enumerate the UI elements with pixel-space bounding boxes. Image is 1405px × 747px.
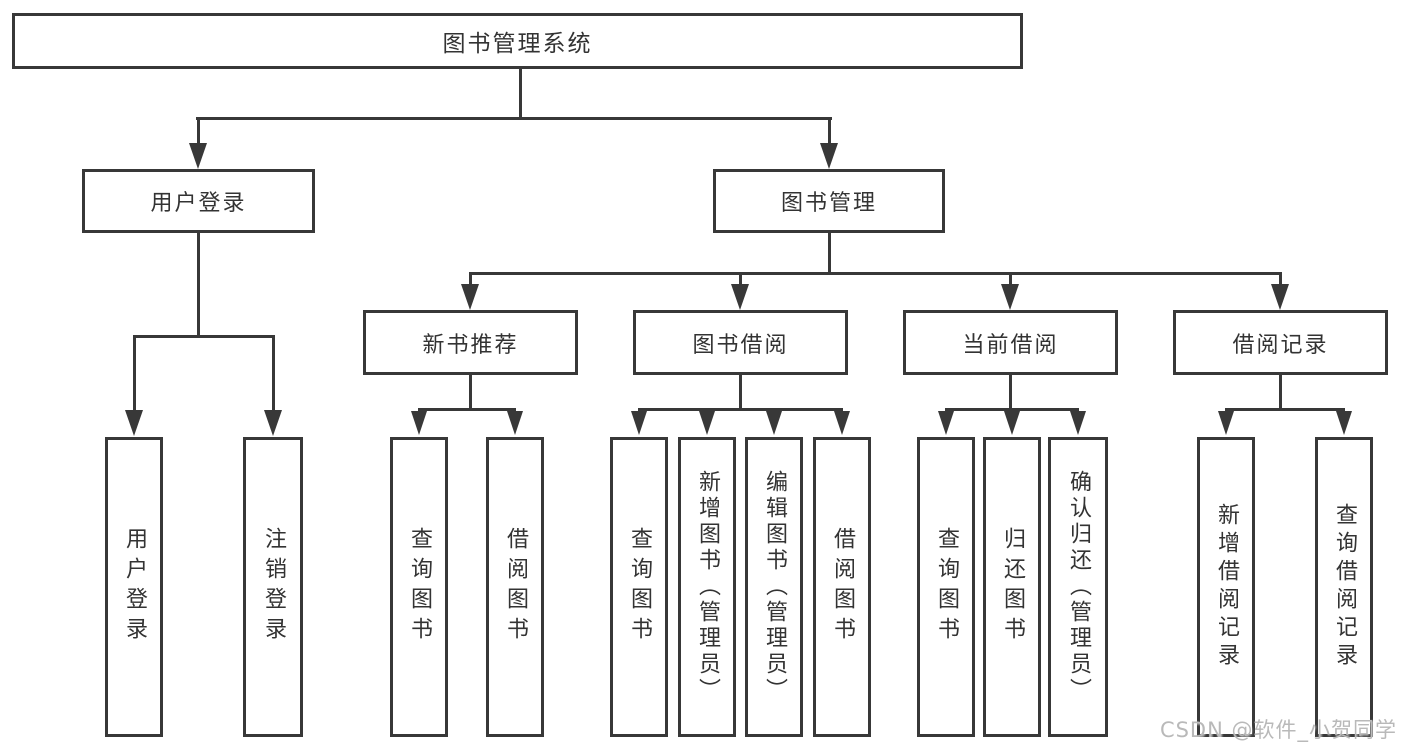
node-current-borrowing: 当前借阅 <box>903 310 1118 375</box>
connector-book-mgmt-drop-1 <box>469 272 472 286</box>
node-book-borrowing: 图书借阅 <box>633 310 848 375</box>
leaf-user-login: 用户登录 <box>105 437 163 737</box>
arrow-to-leaf-logout <box>264 410 282 436</box>
arrow-to-book-management <box>820 143 838 169</box>
node-borrowing-records-label: 借阅记录 <box>1232 332 1329 358</box>
leaf-query-books-recommend: 查询图书 <box>390 437 448 737</box>
connector-current-bar <box>945 408 1079 411</box>
leaf-borrow-books-recommend-label: 借阅图书 <box>503 527 528 647</box>
arrow-to-leaf-query-books-1 <box>411 411 427 435</box>
node-root: 图书管理系统 <box>12 13 1023 69</box>
connector-user-login-drop-1 <box>133 335 136 412</box>
leaf-edit-books-admin-label: 编辑图书（管理员） <box>762 470 787 704</box>
arrow-to-leaf-query-books-3 <box>938 411 954 435</box>
leaf-add-books-admin-label: 新增图书（管理员） <box>695 470 720 704</box>
leaf-borrow-books-recommend: 借阅图书 <box>486 437 544 737</box>
node-user-login: 用户登录 <box>82 169 315 233</box>
connector-user-login-drop-2 <box>272 335 275 412</box>
connector-borrowing-bar <box>638 408 843 411</box>
arrow-to-new-book-recommendation <box>461 284 479 310</box>
node-new-book-recommendation: 新书推荐 <box>363 310 578 375</box>
arrow-to-leaf-borrow-books-2 <box>834 411 850 435</box>
leaf-return-books-label: 归还图书 <box>1000 527 1025 647</box>
leaf-add-borrow-record: 新增借阅记录 <box>1197 437 1255 737</box>
leaf-query-books-borrowing-label: 查询图书 <box>627 527 652 647</box>
arrow-to-borrowing-records <box>1271 284 1289 310</box>
leaf-query-borrow-record: 查询借阅记录 <box>1315 437 1373 737</box>
connector-root-bar <box>196 117 832 120</box>
arrow-to-leaf-user-login <box>125 410 143 436</box>
connector-book-mgmt-bar <box>469 272 1282 275</box>
leaf-user-login-label: 用户登录 <box>122 527 147 647</box>
arrow-to-leaf-add-record <box>1218 411 1234 435</box>
leaf-query-books-borrowing: 查询图书 <box>610 437 668 737</box>
leaf-borrow-books-label: 借阅图书 <box>830 527 855 647</box>
connector-root-stem <box>519 69 522 118</box>
arrow-to-book-borrowing <box>731 284 749 310</box>
leaf-edit-books-admin: 编辑图书（管理员） <box>745 437 803 737</box>
arrow-to-leaf-add-books <box>699 411 715 435</box>
leaf-confirm-return-admin-label: 确认归还（管理员） <box>1066 470 1091 704</box>
connector-root-drop-left <box>197 117 200 145</box>
leaf-query-books-recommend-label: 查询图书 <box>407 527 432 647</box>
arrow-to-leaf-query-books-2 <box>631 411 647 435</box>
arrow-to-leaf-edit-books <box>766 411 782 435</box>
csdn-watermark: CSDN @软件_小贺同学 <box>1159 718 1397 742</box>
node-book-borrowing-label: 图书借阅 <box>692 332 789 358</box>
leaf-add-books-admin: 新增图书（管理员） <box>678 437 736 737</box>
leaf-query-books-current: 查询图书 <box>917 437 975 737</box>
connector-borrowing-stem <box>739 375 742 411</box>
connector-book-mgmt-drop-3 <box>1009 272 1012 286</box>
connector-book-mgmt-drop-4 <box>1279 272 1282 286</box>
arrow-to-leaf-confirm-return <box>1070 411 1086 435</box>
node-borrowing-records: 借阅记录 <box>1173 310 1388 375</box>
connector-user-login-bar <box>133 335 275 338</box>
connector-records-stem <box>1279 375 1282 411</box>
connector-recommend-bar <box>418 408 516 411</box>
arrow-to-leaf-borrow-books-1 <box>507 411 523 435</box>
arrow-to-leaf-return-books <box>1004 411 1020 435</box>
connector-book-mgmt-stem <box>828 233 831 274</box>
leaf-return-books: 归还图书 <box>983 437 1041 737</box>
node-book-management-label: 图书管理 <box>780 191 877 216</box>
node-book-management: 图书管理 <box>713 169 945 233</box>
leaf-add-borrow-record-label: 新增借阅记录 <box>1214 503 1239 671</box>
leaf-logout: 注销登录 <box>243 437 303 737</box>
leaf-confirm-return-admin: 确认归还（管理员） <box>1048 437 1108 737</box>
leaf-query-books-current-label: 查询图书 <box>934 527 959 647</box>
arrow-to-current-borrowing <box>1001 284 1019 310</box>
node-new-book-recommendation-label: 新书推荐 <box>422 332 519 358</box>
connector-root-drop-right <box>828 117 831 145</box>
connector-records-bar <box>1225 408 1345 411</box>
leaf-borrow-books: 借阅图书 <box>813 437 871 737</box>
node-user-login-label: 用户登录 <box>150 191 247 216</box>
connector-current-stem <box>1009 375 1012 411</box>
node-root-label: 图书管理系统 <box>442 31 593 57</box>
arrow-to-user-login <box>189 143 207 169</box>
connector-recommend-stem <box>469 375 472 411</box>
arrow-to-leaf-query-record <box>1336 411 1352 435</box>
leaf-logout-label: 注销登录 <box>261 527 286 647</box>
node-current-borrowing-label: 当前借阅 <box>962 332 1059 358</box>
leaf-query-borrow-record-label: 查询借阅记录 <box>1332 503 1357 671</box>
connector-book-mgmt-drop-2 <box>739 272 742 286</box>
connector-user-login-stem <box>197 233 200 337</box>
